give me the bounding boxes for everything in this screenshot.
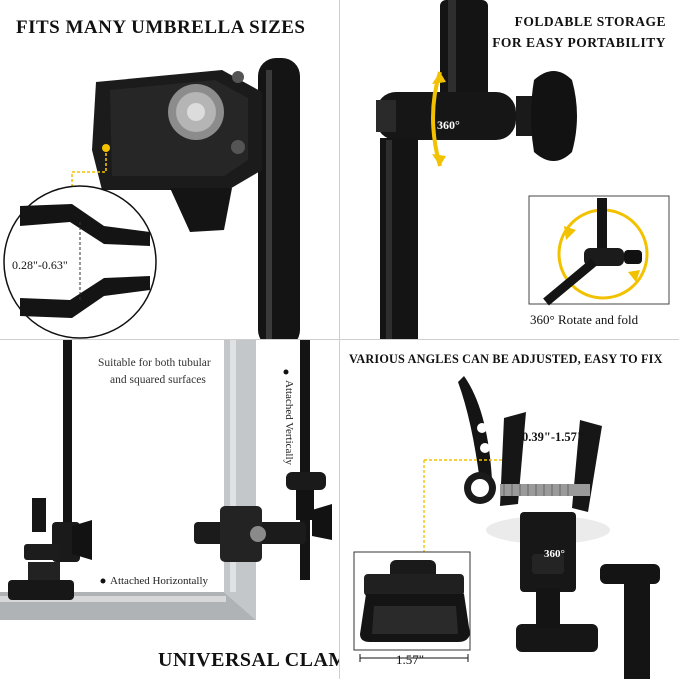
jaw-measurement: 0.39"-1.57" bbox=[522, 430, 584, 444]
heading-line-1: FOLDABLE STORAGE bbox=[514, 14, 666, 29]
clamp-mounting-illustration bbox=[0, 340, 332, 620]
umbrella-clamp-illustration bbox=[3, 58, 300, 339]
inset-caption: 360° Rotate and fold bbox=[530, 312, 639, 327]
gap-measurement: 0.28"-0.63" bbox=[12, 258, 68, 273]
panel-heading: VARIOUS ANGLES CAN BE ADJUSTED, EASY TO … bbox=[349, 352, 663, 366]
angle-adjust-illustration bbox=[353, 376, 660, 679]
horizontal-divider bbox=[0, 339, 679, 340]
caption-line-2: and squared surfaces bbox=[110, 374, 206, 386]
rotate-badge: 360° bbox=[544, 548, 565, 560]
panel-heading: FITS MANY UMBRELLA SIZES bbox=[16, 17, 306, 38]
panel-umbrella-sizes: FITS MANY UMBRELLA SIZES 0.28"-0.63" bbox=[0, 0, 339, 339]
panel-universal-clamp: Suitable for both tubular and squared su… bbox=[0, 340, 339, 679]
heading-line-2: FOR EASY PORTABILITY bbox=[492, 35, 666, 50]
panel-footer-title: UNIVERSAL CLAMP bbox=[158, 649, 339, 671]
panel-foldable-storage: FOLDABLE STORAGE FOR EASY PORTABILITY 36… bbox=[340, 0, 679, 339]
rotate-badge: 360° bbox=[437, 118, 460, 132]
caption-line-1: Suitable for both tubular bbox=[98, 357, 211, 369]
folding-joint-illustration bbox=[376, 0, 670, 339]
horizontal-label: Attached Horizontally bbox=[110, 575, 209, 587]
vertical-label: Attached Vertically bbox=[283, 380, 295, 466]
panel-adjustable-angles: VARIOUS ANGLES CAN BE ADJUSTED, EASY TO … bbox=[340, 340, 679, 679]
base-measurement: 1.57" bbox=[396, 652, 425, 667]
